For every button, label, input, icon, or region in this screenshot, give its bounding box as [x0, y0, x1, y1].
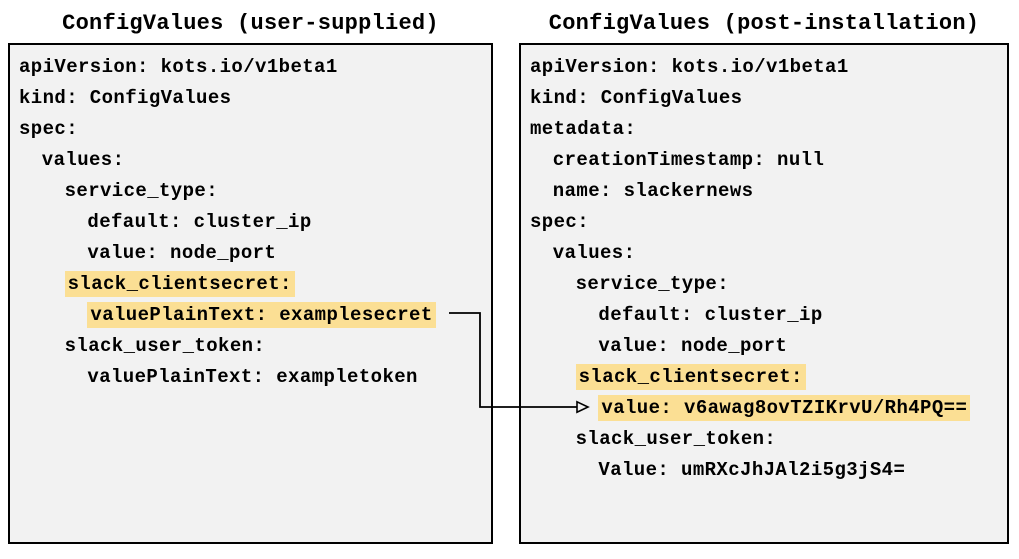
yaml-line: name: slackernews: [530, 175, 1007, 206]
yaml-line: default: cluster_ip: [19, 206, 491, 237]
yaml-line: apiVersion: kots.io/v1beta1: [530, 51, 1007, 82]
yaml-text: metadata:: [530, 117, 637, 140]
yaml-code-post-installation: apiVersion: kots.io/v1beta1 kind: ConfigV…: [521, 45, 1007, 485]
panel-title-post-installation: ConfigValues (post-installation): [548, 11, 980, 36]
yaml-text: service_type:: [575, 272, 730, 295]
yaml-line: value: node_port: [19, 237, 491, 268]
yaml-line: creationTimestamp: null: [530, 144, 1007, 175]
yaml-text: default: cluster_ip: [87, 210, 312, 233]
yaml-line: service_type:: [530, 268, 1007, 299]
yaml-text: kind: ConfigValues: [19, 86, 232, 109]
yaml-line: value: v6awag8ovTZIKrvU/Rh4PQ==: [530, 392, 1007, 423]
yaml-line: values:: [530, 237, 1007, 268]
yaml-code-user-supplied: apiVersion: kots.io/v1beta1 kind: ConfigV…: [10, 45, 491, 392]
yaml-text: kind: ConfigValues: [530, 86, 743, 109]
yaml-box-user-supplied: apiVersion: kots.io/v1beta1 kind: ConfigV…: [8, 43, 493, 544]
yaml-line: slack_user_token:: [19, 330, 491, 361]
yaml-line: values:: [19, 144, 491, 175]
yaml-text: slack_user_token:: [575, 427, 777, 450]
yaml-line: Value: umRXcJhJAl2i5g3jS4=: [530, 454, 1007, 485]
yaml-text: creationTimestamp: null: [552, 148, 825, 171]
yaml-text: values:: [552, 241, 636, 264]
yaml-text: apiVersion: kots.io/v1beta1: [530, 55, 849, 78]
yaml-line: slack_clientsecret:: [19, 268, 491, 299]
yaml-text: name: slackernews: [552, 179, 754, 202]
highlighted-yaml-text: valuePlainText: examplesecret: [87, 301, 436, 328]
yaml-line: slack_user_token:: [530, 423, 1007, 454]
yaml-text: slack_user_token:: [64, 334, 266, 357]
yaml-text: service_type:: [64, 179, 219, 202]
yaml-line: spec:: [19, 113, 491, 144]
yaml-text: valuePlainText: exampletoken: [87, 365, 418, 388]
yaml-text: values:: [41, 148, 125, 171]
yaml-text: default: cluster_ip: [598, 303, 823, 326]
yaml-line: metadata:: [530, 113, 1007, 144]
yaml-line: kind: ConfigValues: [530, 82, 1007, 113]
yaml-line: spec:: [530, 206, 1007, 237]
yaml-line: service_type:: [19, 175, 491, 206]
yaml-text: value: node_port: [598, 334, 788, 357]
yaml-line: slack_clientsecret:: [530, 361, 1007, 392]
yaml-line: apiVersion: kots.io/v1beta1: [19, 51, 491, 82]
yaml-text: Value: umRXcJhJAl2i5g3jS4=: [598, 458, 906, 481]
highlighted-yaml-text: slack_clientsecret:: [64, 270, 295, 297]
yaml-line: value: node_port: [530, 330, 1007, 361]
highlighted-yaml-text: slack_clientsecret:: [575, 363, 806, 390]
yaml-box-post-installation: apiVersion: kots.io/v1beta1 kind: ConfigV…: [519, 43, 1009, 544]
highlighted-yaml-text: value: v6awag8ovTZIKrvU/Rh4PQ==: [598, 394, 971, 421]
yaml-line: kind: ConfigValues: [19, 82, 491, 113]
panel-title-user-supplied: ConfigValues (user-supplied): [62, 11, 439, 36]
yaml-text: apiVersion: kots.io/v1beta1: [19, 55, 338, 78]
yaml-line: valuePlainText: exampletoken: [19, 361, 491, 392]
yaml-line: valuePlainText: examplesecret: [19, 299, 491, 330]
yaml-text: spec:: [530, 210, 590, 233]
yaml-text: spec:: [19, 117, 79, 140]
yaml-line: default: cluster_ip: [530, 299, 1007, 330]
yaml-text: value: node_port: [87, 241, 277, 264]
